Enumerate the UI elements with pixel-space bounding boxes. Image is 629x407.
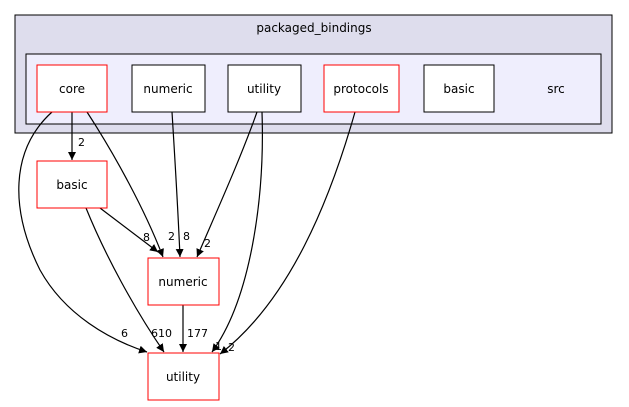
edge-label-core-utility: 6 [121, 327, 128, 340]
edge-label-core-numeric: 2 [168, 230, 175, 243]
node-utility-label: utility [166, 370, 200, 384]
edge-protocols-utility [219, 111, 356, 355]
node-utility-inner-label: utility [247, 82, 281, 96]
edge-numeric-numeric [171, 111, 184, 258]
node-basic-label: basic [56, 178, 87, 192]
edge-core-numeric [86, 111, 164, 258]
edge-utility-numeric [196, 111, 258, 258]
edge-basic-numeric [99, 207, 159, 253]
edge-label-basic-numeric: 8 [143, 231, 150, 244]
edge-label-protocols-utility: 2 [228, 341, 235, 354]
edge-label-numeric-utility: 177 [187, 327, 208, 340]
node-basic-inner-label: basic [443, 82, 474, 96]
node-numeric-inner[interactable]: numeric [131, 64, 206, 113]
edge-label-utility-numeric: 2 [204, 237, 211, 250]
node-core-label: core [59, 82, 85, 96]
node-numeric[interactable]: numeric [147, 257, 220, 306]
edge-core-utility [18, 111, 148, 354]
cluster-packaged-bindings-label: packaged_bindings [256, 21, 371, 35]
edge-label-basic-utility: 610 [151, 327, 172, 340]
node-numeric-label: numeric [158, 275, 207, 289]
edges: 2 2 8 2 8 6 610 177 1 2 [18, 111, 356, 355]
node-protocols[interactable]: protocols [323, 64, 400, 113]
node-basic[interactable]: basic [36, 160, 108, 209]
cluster-src-label: src [547, 82, 565, 96]
edge-utility-utility [211, 111, 263, 353]
node-core[interactable]: core [36, 64, 108, 113]
node-numeric-inner-label: numeric [143, 82, 192, 96]
node-utility[interactable]: utility [147, 352, 220, 401]
edge-label-core-basic: 2 [78, 136, 85, 149]
edge-label-utility-utility: 1 [215, 340, 222, 353]
node-basic-inner[interactable]: basic [423, 64, 495, 113]
node-protocols-label: protocols [333, 82, 388, 96]
edge-basic-utility [85, 207, 165, 353]
edge-label-numeric-numeric: 8 [183, 230, 190, 243]
node-utility-inner[interactable]: utility [227, 64, 302, 113]
cluster-src[interactable]: src [25, 53, 602, 125]
